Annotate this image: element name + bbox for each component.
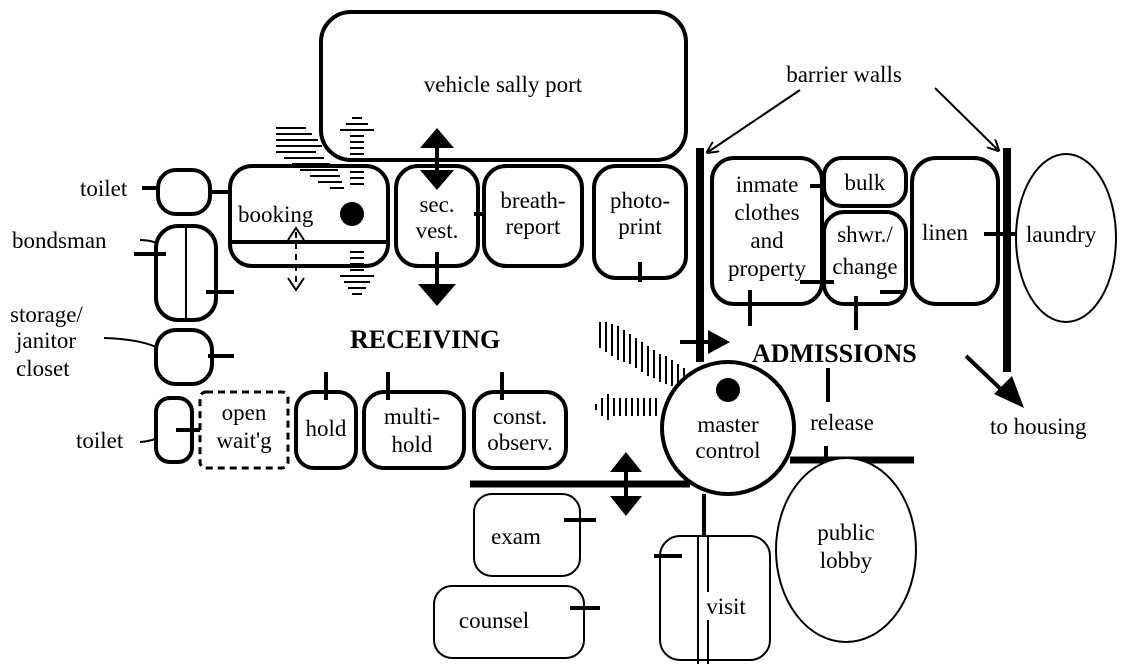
inmate-clothes-room	[710, 156, 824, 306]
inmate-clothes-label-2: clothes	[734, 200, 799, 225]
storage-label-2: janitor	[15, 328, 76, 353]
inmate-clothes-label-1: inmate	[736, 172, 799, 197]
booking-label: booking	[238, 202, 314, 227]
vehicle-sally-port-room	[319, 10, 688, 162]
booking-hatched-arrows	[276, 117, 374, 295]
bulk-label: bulk	[845, 170, 886, 195]
master-control-room	[660, 360, 796, 496]
master-control-hatched-arrows	[595, 322, 685, 420]
admissions-heading: ADMISSIONS	[752, 339, 917, 368]
barrier-walls-pointer-right	[934, 87, 998, 150]
toilet-bottom-label: toilet	[76, 428, 124, 453]
exam-room	[473, 493, 581, 577]
breath-report-label-1: breath-	[500, 188, 565, 213]
visit-label-backdrop	[704, 592, 748, 620]
multi-hold-label-2: hold	[392, 432, 433, 457]
shower-change-label-1: shwr./	[837, 222, 893, 247]
constant-observation-label-2: observ.	[487, 430, 553, 455]
public-lobby-label-2: lobby	[820, 548, 873, 573]
breath-report-room	[482, 164, 584, 268]
public-lobby-room	[775, 457, 917, 643]
sally-port-double-arrow	[420, 128, 454, 190]
counsel-label: counsel	[459, 608, 529, 633]
sec-vest-label-1: sec.	[419, 192, 454, 217]
inmate-clothes-label-4: property	[728, 256, 806, 281]
constant-observation-room	[472, 390, 568, 470]
open-waiting-label-1: open	[222, 400, 267, 425]
shower-change-room	[822, 210, 908, 306]
visit-label: visit	[706, 594, 746, 619]
public-lobby-label-1: public	[817, 520, 875, 545]
linen-label: linen	[922, 220, 968, 245]
to-housing-arrow	[964, 354, 1024, 408]
breath-report-label-2: report	[506, 214, 562, 239]
hold-label: hold	[306, 416, 347, 441]
receiving-heading: RECEIVING	[350, 325, 500, 354]
toilet-top-room	[156, 168, 212, 216]
bulk-room	[822, 156, 908, 208]
to-housing-label: to housing	[990, 414, 1087, 439]
bondsman-label: bondsman	[12, 228, 107, 253]
shower-change-label-2: change	[832, 254, 897, 279]
counsel-room	[433, 585, 585, 659]
vehicle-sally-port-label: vehicle sally port	[424, 72, 583, 97]
storage-label-1: storage/	[10, 302, 83, 327]
exam-label: exam	[491, 524, 541, 549]
photo-print-label-2: print	[618, 214, 662, 239]
admissions-entry-arrow	[680, 330, 730, 354]
multi-hold-label-1: multi-	[384, 404, 440, 429]
storage-label-3: closet	[16, 356, 70, 381]
inmate-clothes-label-3: and	[750, 228, 784, 253]
barrier-walls-pointer-left	[708, 89, 801, 152]
sec-vest-label-2: vest.	[416, 218, 459, 243]
master-control-label-1: master	[697, 412, 759, 437]
linen-room	[910, 156, 1000, 306]
laundry-label: laundry	[1026, 222, 1097, 247]
sec-vest-down-arrow	[418, 252, 456, 306]
open-waiting-label-2: wait'g	[216, 428, 272, 453]
constant-observation-label-1: const.	[493, 404, 547, 429]
barrier-walls-label: barrier walls	[786, 62, 902, 87]
photo-print-label-1: photo-	[610, 188, 670, 213]
laundry-room	[1015, 153, 1117, 323]
toilet-top-label: toilet	[80, 176, 128, 201]
multi-hold-room	[362, 390, 466, 470]
master-control-station-dot	[716, 378, 740, 402]
booking-dashed-arrowheads	[287, 226, 305, 292]
release-label: release	[810, 410, 874, 435]
exam-corridor-double-arrow	[610, 452, 642, 516]
master-control-label-2: control	[695, 438, 760, 463]
open-waiting-room	[198, 390, 290, 470]
booking-station-dot	[340, 202, 364, 226]
storage-room	[154, 328, 214, 386]
